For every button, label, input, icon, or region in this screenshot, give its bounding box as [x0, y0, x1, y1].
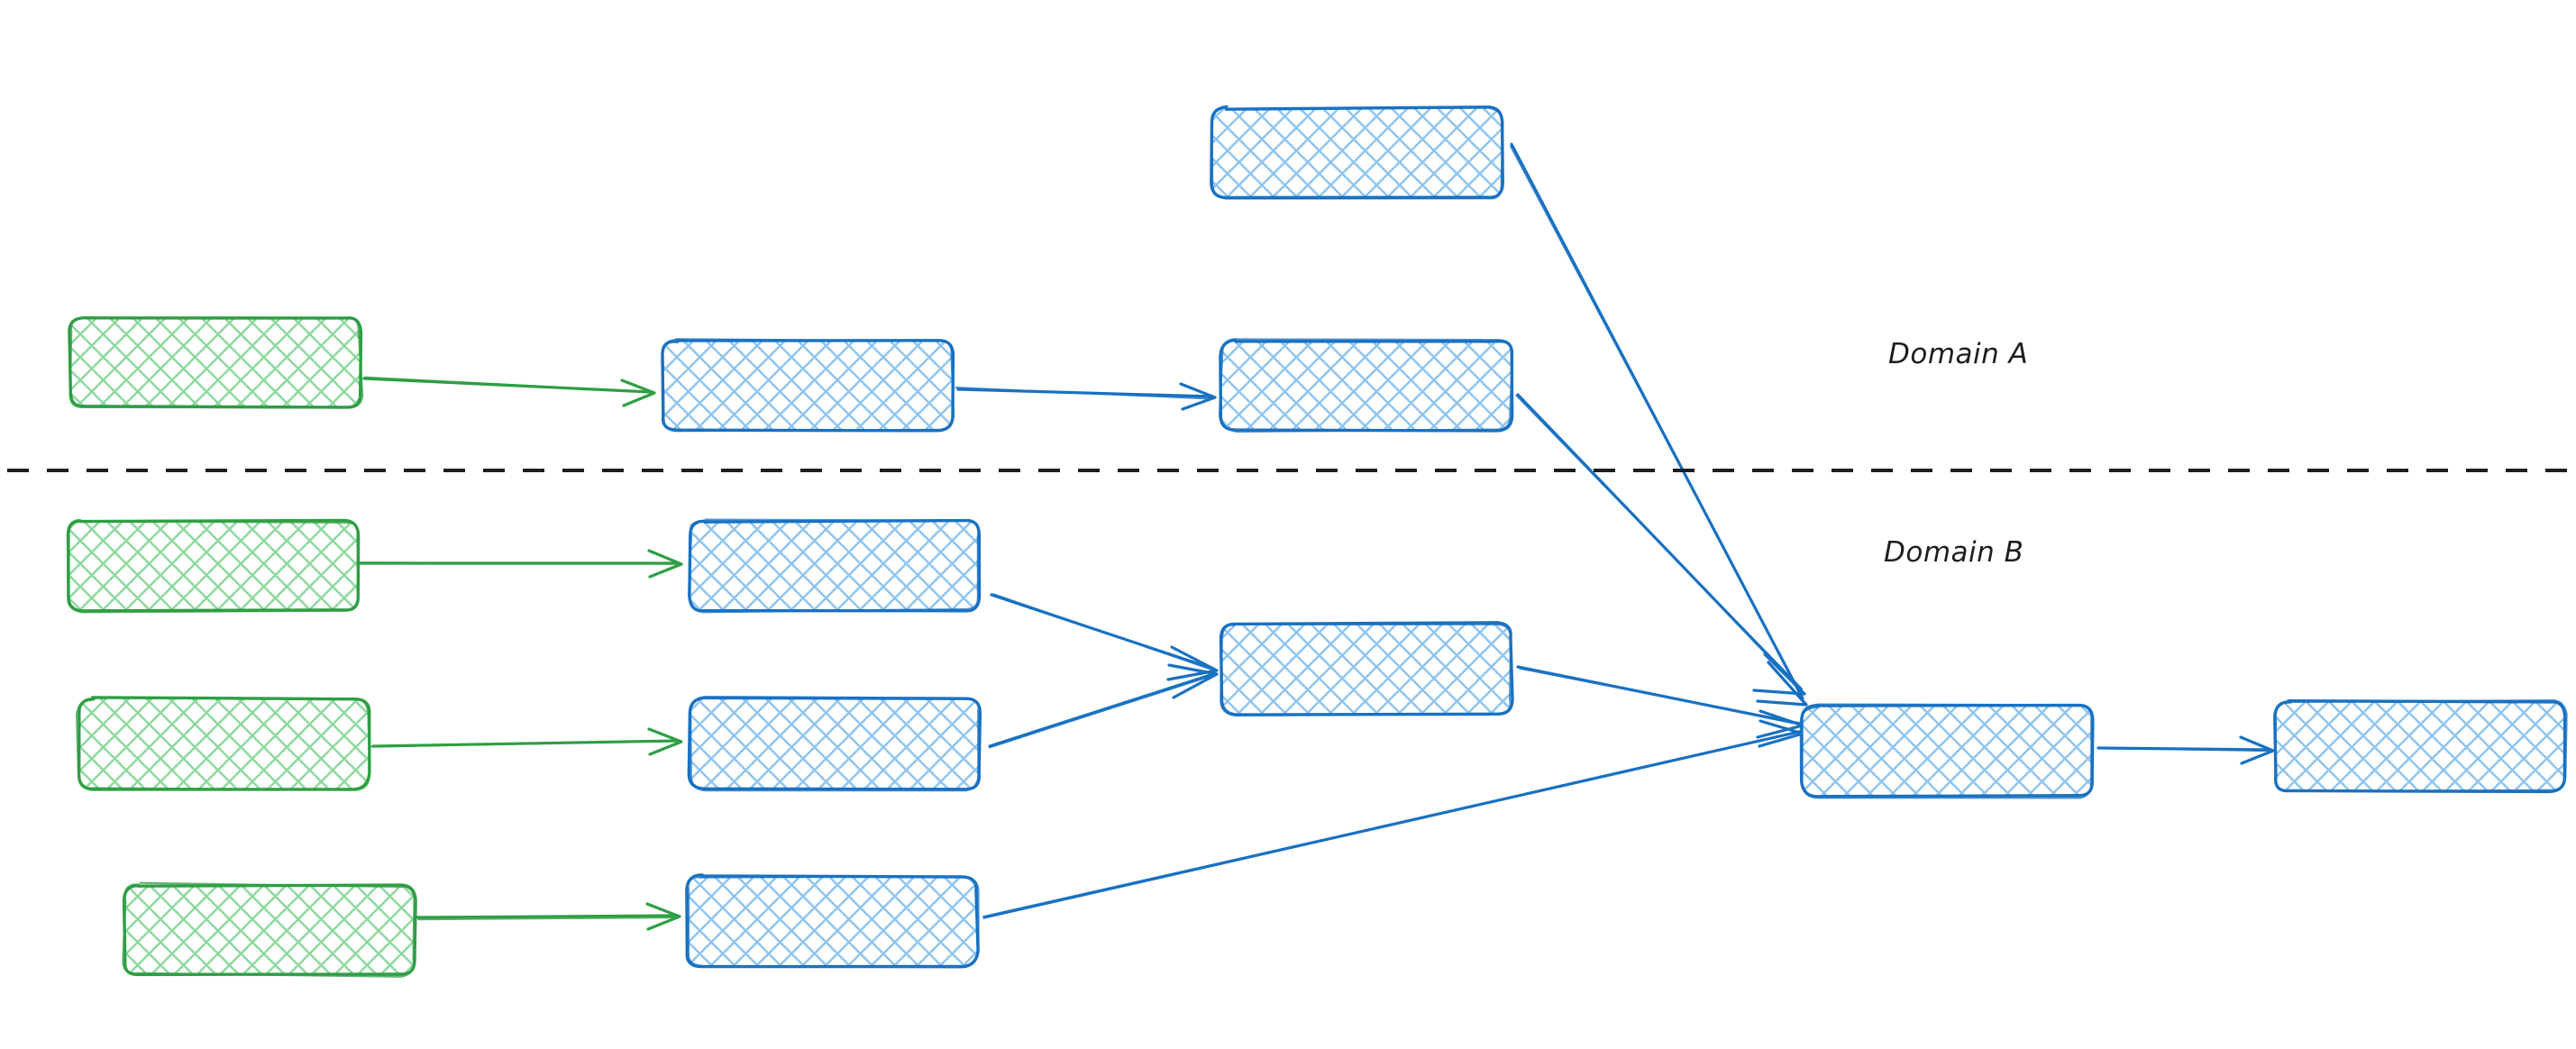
edge-b-stage-1-to-b-merge[interactable]: [990, 593, 1219, 681]
edge-line: [417, 917, 677, 921]
edge-line: [370, 740, 679, 748]
node-outline: [2274, 698, 2568, 793]
node-outline: [662, 338, 955, 433]
node-fill: [687, 876, 977, 966]
edge-b-stage-2-to-b-merge[interactable]: [988, 663, 1219, 749]
domain-labels-layer: Domain A Domain B: [1884, 338, 2028, 569]
node-fill: [78, 698, 369, 789]
edge-a-stage-top-to-b-sink[interactable]: [1510, 142, 1808, 707]
edge-line: [2099, 747, 2273, 753]
edge-line: [1519, 667, 1800, 724]
domain-b-label: Domain B: [1884, 536, 2023, 569]
edge-line: [1510, 145, 1804, 698]
node-a-source-1[interactable]: [68, 315, 364, 409]
node-b-stage-3[interactable]: [685, 873, 980, 969]
arrowhead-icon: [645, 902, 681, 931]
edge-line: [1515, 394, 1803, 690]
node-fill: [2275, 701, 2565, 791]
node-fill: [124, 885, 415, 975]
node-outline: [69, 316, 364, 409]
node-b-source-2[interactable]: [75, 696, 371, 791]
node-outline: [75, 696, 370, 791]
edge-a-stage-2-to-b-sink[interactable]: [1515, 393, 1806, 696]
edge-line: [415, 914, 678, 919]
node-b-source-3[interactable]: [122, 881, 417, 978]
edge-b-source-1-to-b-stage-1[interactable]: [359, 549, 683, 579]
edge-line: [989, 674, 1214, 749]
edge-b-source-2-to-b-stage-2[interactable]: [370, 727, 683, 756]
node-fill: [1803, 706, 2093, 796]
edges-layer: [359, 142, 2275, 931]
node-outline: [689, 695, 980, 792]
node-fill: [690, 521, 980, 611]
arrowhead-icon: [1179, 382, 1217, 411]
arrowhead-icon: [1166, 645, 1219, 681]
arrowhead-icon: [647, 727, 683, 756]
node-outline: [688, 518, 980, 614]
node-outline: [1219, 623, 1512, 717]
node-b-stage-1[interactable]: [688, 518, 982, 614]
arrowhead-icon: [1752, 652, 1806, 696]
node-outline: [66, 518, 360, 614]
arrowhead-icon: [647, 549, 683, 579]
node-outline: [1210, 105, 1504, 200]
edge-line: [988, 672, 1215, 748]
node-fill: [70, 317, 361, 407]
edge-a-source-1-to-a-stage-1[interactable]: [362, 376, 656, 407]
node-fill: [662, 341, 953, 431]
edge-b-sink-to-b-output[interactable]: [2096, 735, 2275, 765]
node-b-stage-2[interactable]: [687, 695, 982, 792]
node-fill: [690, 698, 980, 789]
edge-line: [992, 593, 1213, 671]
node-outline: [122, 881, 416, 978]
edge-line: [955, 387, 1211, 400]
node-a-stage-1[interactable]: [661, 338, 955, 433]
node-outline: [687, 875, 980, 969]
edge-b-source-3-to-b-stage-3[interactable]: [415, 902, 681, 931]
edge-line: [359, 561, 679, 565]
node-outline: [1799, 703, 2093, 799]
arrowhead-icon: [1756, 661, 1808, 707]
node-fill: [1212, 108, 1503, 198]
node-fill: [68, 521, 358, 611]
arrowhead-icon: [620, 379, 656, 407]
node-b-sink[interactable]: [1799, 703, 2095, 799]
edge-a-stage-1-to-a-stage-2[interactable]: [955, 382, 1217, 411]
node-fill: [1221, 624, 1512, 714]
arrowhead-icon: [2239, 735, 2275, 765]
domain-a-label: Domain A: [1888, 338, 2028, 370]
node-b-merge[interactable]: [1219, 621, 1514, 717]
node-fill: [1221, 341, 1512, 431]
node-a-stage-2[interactable]: [1218, 338, 1514, 433]
node-b-output[interactable]: [2273, 698, 2568, 794]
edge-line: [982, 731, 1800, 917]
arrowhead-icon: [1167, 663, 1219, 699]
node-outline: [1218, 338, 1514, 433]
edge-b-stage-3-to-b-sink[interactable]: [982, 719, 1804, 919]
edge-line: [363, 376, 651, 393]
node-b-source-1[interactable]: [66, 518, 361, 614]
nodes-layer: [66, 105, 2568, 978]
node-a-stage-top[interactable]: [1210, 105, 1504, 200]
